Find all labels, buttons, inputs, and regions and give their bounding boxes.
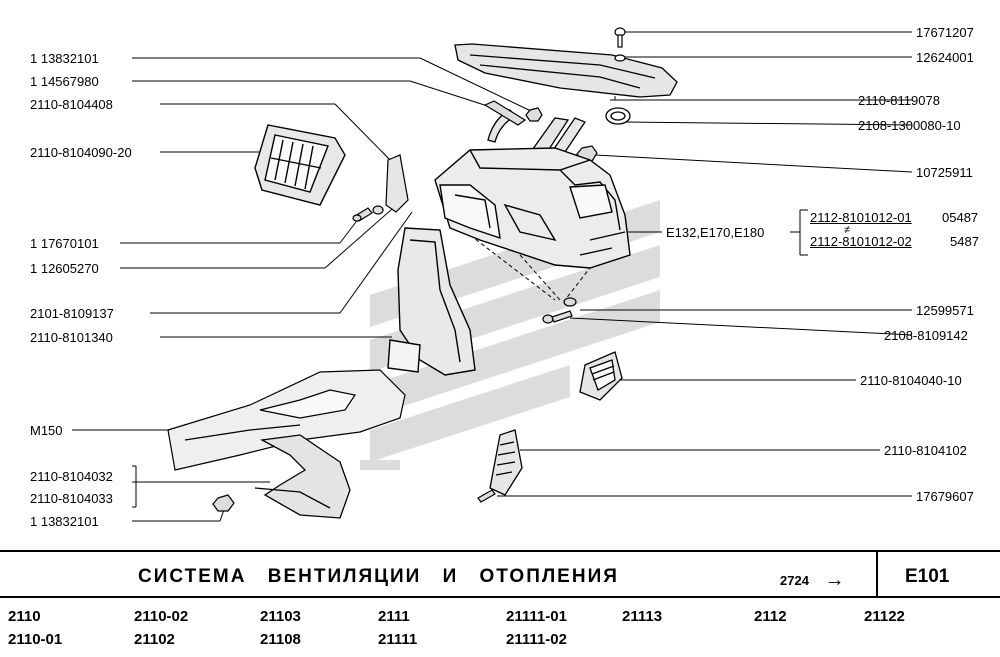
model-item: 21111 [378, 631, 418, 648]
model-item: 21113 [622, 608, 663, 625]
label-12624001: 12624001 [916, 50, 974, 65]
model-item: 21122 [864, 608, 905, 625]
screw-17670101 [352, 207, 373, 222]
label-14567980: 1 14567980 [30, 74, 99, 89]
label-2110-8104040-10: 2110-8104040-10 [860, 373, 962, 388]
label-10725911: 10725911 [916, 165, 973, 180]
top-air-duct [454, 43, 678, 98]
clip-12605270 [372, 205, 384, 215]
floor-console [167, 369, 406, 471]
diagram-title: СИСТЕМА ВЕНТИЛЯЦИИ И ОТОПЛЕНИЯ [138, 566, 619, 587]
footer-middle-rule [0, 596, 1000, 598]
screw-17671207 [614, 27, 626, 48]
label-2110-8101340: 2110-8101340 [30, 330, 113, 345]
bolt-14567980 [483, 100, 527, 126]
model-item: 21108 [260, 631, 301, 648]
variant-code-1: 2112-8101012-01 [810, 210, 912, 225]
label-e132-e170-e180: E132,E170,E180 [666, 225, 765, 240]
variant-not-equal-mark: ≠ [844, 224, 851, 236]
label-2110-8104090-20: 2110-8104090-20 [30, 145, 132, 160]
label-2110-8119078: 2110-8119078 [858, 93, 940, 108]
label-2108-1300080-10: 2108-1300080-10 [858, 118, 961, 133]
label-2110-8104408: 2110-8104408 [30, 97, 113, 112]
vent-2110-8104090-20 [254, 124, 346, 206]
nut-13832101-lower [212, 494, 235, 512]
reference-number-text: 2724 [780, 573, 809, 588]
clamp-2108-1300080-10 [605, 107, 631, 125]
model-item: 2111 [378, 608, 410, 625]
reference-number: 2724 → [780, 568, 845, 591]
screw-17679607 [477, 489, 496, 503]
duct-2110-8101340 [387, 227, 476, 376]
bracket-2110-8104408 [385, 154, 409, 213]
arrow-right-icon: → [824, 569, 845, 591]
nut-13832101-upper [525, 107, 543, 122]
footer-divider [876, 550, 878, 596]
label-m150: M150 [30, 423, 63, 438]
model-item: 2112 [754, 608, 787, 625]
label-12605270: 1 12605270 [30, 261, 99, 276]
label-17679607: 17679607 [916, 489, 974, 504]
label-2101-8109137: 2101-8109137 [30, 306, 114, 321]
label-2108-8109142: 2108-8109142 [884, 328, 968, 343]
variant-qty-2: 5487 [950, 234, 979, 249]
label-17671207: 17671207 [916, 25, 974, 40]
label-12599571: 12599571 [916, 303, 974, 318]
leader-lines-right [497, 31, 913, 497]
sheet-code: E101 [905, 566, 950, 587]
model-item: 21103 [260, 608, 301, 625]
grille-2110-8104102 [489, 429, 523, 496]
model-item: 2110-02 [134, 608, 189, 625]
model-item: 2110 [8, 608, 41, 625]
bolt-2108-8109142 [542, 310, 573, 324]
label-2110-8104102: 2110-8104102 [884, 443, 967, 458]
heater-housing [434, 147, 631, 269]
variant-code-2: 2112-8101012-02 [810, 234, 912, 249]
washer-12624001 [614, 54, 626, 62]
model-item: 21102 [134, 631, 175, 648]
exploded-parts-diagram [72, 27, 913, 522]
label-13832101-bottom: 1 13832101 [30, 514, 99, 529]
label-13832101-top: 1 13832101 [30, 51, 99, 66]
vent-2110-8104040-10 [579, 351, 623, 401]
label-17670101: 1 17670101 [30, 236, 99, 251]
variant-qty-1: 05487 [942, 210, 979, 225]
footer-top-rule [0, 550, 1000, 552]
nut-12599571 [563, 297, 577, 307]
label-2110-8104032: 2110-8104032 [30, 469, 113, 484]
duct-2110-8104032 [254, 434, 351, 519]
model-item: 2110-01 [8, 631, 63, 648]
label-2110-8104033: 2110-8104033 [30, 491, 113, 506]
model-item: 21111-01 [506, 608, 567, 625]
model-item: 21111-02 [506, 631, 567, 648]
